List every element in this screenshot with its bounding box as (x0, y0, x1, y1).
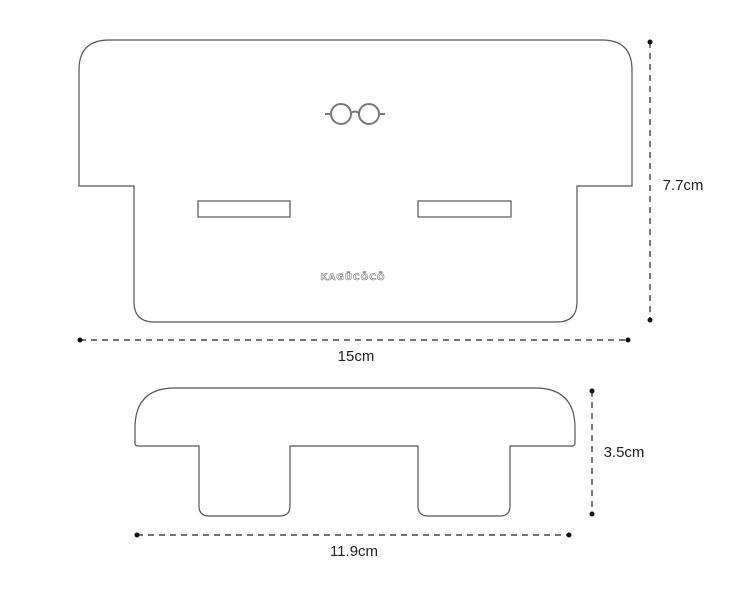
lower-width-dimension (134, 532, 572, 538)
brand-logo: KAGÜCÖCÖ (320, 272, 385, 283)
lower-width-label: 11.9cm (330, 543, 378, 560)
upper-width-dimension (77, 337, 631, 343)
lower-height-label: 3.5cm (604, 444, 645, 461)
upper-width-label: 15cm (338, 348, 375, 365)
lower-height-dimension (589, 388, 595, 517)
left-slot (197, 200, 291, 218)
upper-height-dimension (647, 39, 653, 323)
lower-piece-outline (134, 387, 576, 517)
upper-height-label: 7.7cm (663, 177, 704, 194)
glasses-icon (325, 103, 385, 125)
upper-piece-outline (78, 39, 633, 323)
right-slot (417, 200, 512, 218)
